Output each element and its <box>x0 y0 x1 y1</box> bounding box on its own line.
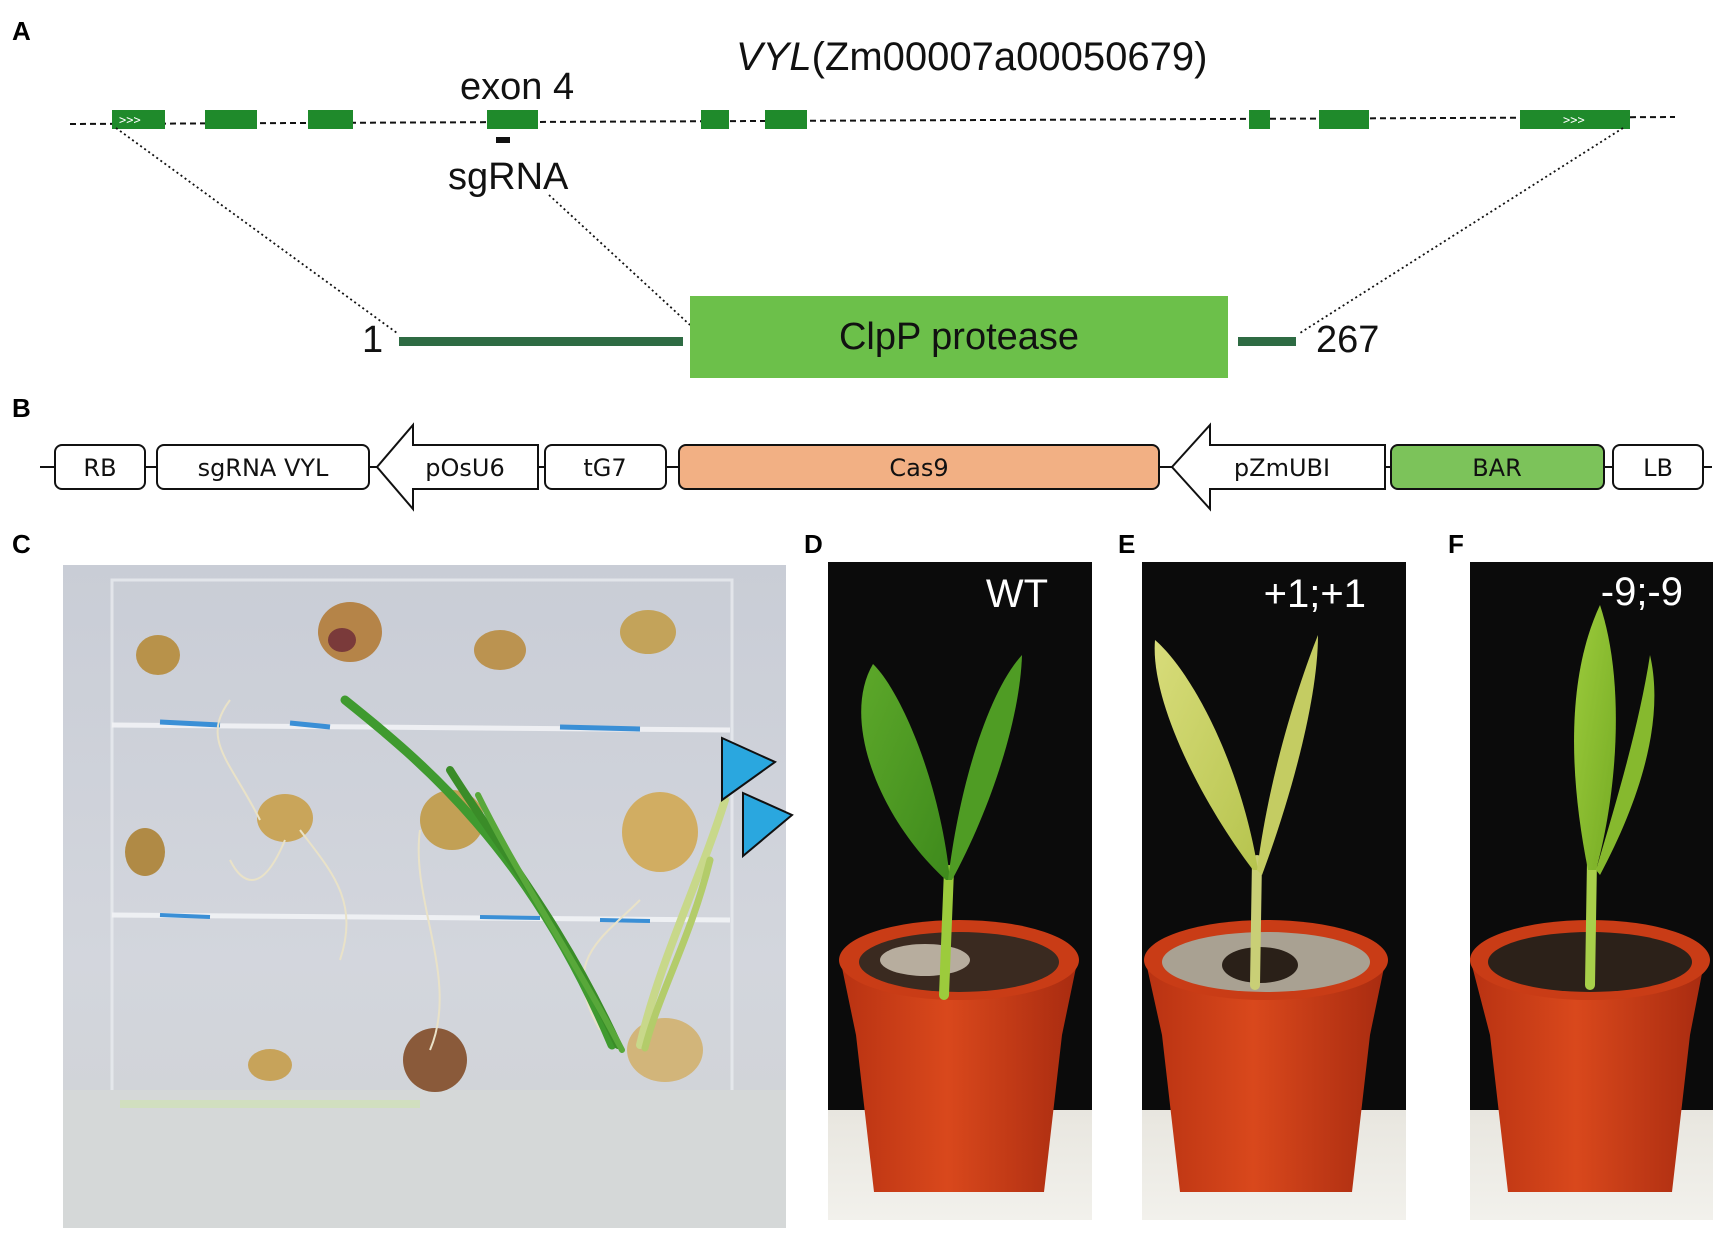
sgrna-vyl-label: sgRNA VYL <box>198 454 329 482</box>
panel-d: D WT <box>804 529 1092 1220</box>
rb-label: RB <box>83 454 116 482</box>
pzmubi-label: pZmUBI <box>1234 454 1330 482</box>
exon-7 <box>1249 110 1270 129</box>
gene-intron-line <box>69 116 1676 125</box>
panel-a: A VYL(Zm00007a00050679) exon 4 >>> >>> s… <box>12 16 1676 378</box>
exon-9-arrows: >>> <box>1563 113 1585 127</box>
bar-label: BAR <box>1472 454 1522 482</box>
regenerating-shoots <box>340 695 729 1053</box>
mapping-line-domain <box>548 194 691 326</box>
construct-lb: LB <box>1612 444 1704 490</box>
protein-end: 267 <box>1316 319 1379 361</box>
exon-9 <box>1520 110 1630 129</box>
panel-b-letter: B <box>12 393 31 423</box>
panel-d-letter: D <box>804 529 823 559</box>
arrowhead-marker-1 <box>721 736 777 802</box>
exon-2 <box>205 110 257 129</box>
clpp-domain-box <box>690 296 1228 378</box>
plant-photo-minus9-minus9 <box>1470 562 1713 1220</box>
plant-photo-plus1-plus1 <box>1142 562 1406 1220</box>
panel-e-letter: E <box>1118 529 1135 559</box>
lb-label: LB <box>1643 454 1673 482</box>
exon-4-label: exon 4 <box>460 66 574 108</box>
construct-cas9: Cas9 <box>678 444 1160 490</box>
exon-3 <box>308 110 353 129</box>
plant-photo-wt <box>828 562 1092 1220</box>
protein-line-c <box>1238 337 1296 346</box>
panel-b: B RB sgRNA VYL pOsU6 tG7 Cas9 pZmUBI <box>12 393 1712 512</box>
construct-rb: RB <box>54 444 146 490</box>
sgrna-label: sgRNA <box>448 156 569 198</box>
exon-1 <box>112 110 165 129</box>
construct-sgrna-vyl: sgRNA VYL <box>156 444 370 490</box>
panel-c-letter: C <box>12 529 31 559</box>
panel-f-letter: F <box>1448 529 1464 559</box>
genotype-plus1-plus1: +1;+1 <box>1264 572 1366 616</box>
gene-title: VYL(Zm00007a00050679) <box>736 35 1207 79</box>
panel-c: C <box>12 529 794 1228</box>
protein-start: 1 <box>362 319 383 361</box>
posu6-label: pOsU6 <box>425 454 504 482</box>
exon-8 <box>1319 110 1369 129</box>
construct-posu6-arrow: pOsU6 <box>375 422 539 512</box>
construct-tg7: tG7 <box>544 444 667 490</box>
gene-name: VYL <box>736 35 812 79</box>
protein-line-n <box>399 337 683 346</box>
genotype-wt: WT <box>986 572 1048 616</box>
exon-6 <box>765 110 807 129</box>
exon-1-arrows: >>> <box>119 113 141 127</box>
tg7-label: tG7 <box>583 454 626 482</box>
cas9-label: Cas9 <box>889 454 948 482</box>
exon-set: >>> >>> <box>112 110 1630 129</box>
mapping-line-start <box>115 127 398 334</box>
tissue-culture-photo <box>63 565 786 1228</box>
gene-id: (Zm00007a00050679) <box>812 35 1208 79</box>
panel-e: E +1;+1 <box>1118 529 1406 1220</box>
mapping-line-end <box>1299 127 1624 334</box>
panel-a-letter: A <box>12 16 31 46</box>
clpp-domain-label: ClpP protease <box>839 316 1079 358</box>
exon-4 <box>487 110 538 129</box>
construct-bar: BAR <box>1390 444 1605 490</box>
exon-5 <box>701 110 729 129</box>
genotype-minus9-minus9: -9;-9 <box>1601 570 1683 614</box>
arrowhead-marker-2 <box>742 791 794 859</box>
construct-pzmubi-arrow: pZmUBI <box>1170 422 1386 512</box>
panel-f: F -9;-9 <box>1448 529 1713 1220</box>
sgrna-target-mark <box>496 137 510 143</box>
